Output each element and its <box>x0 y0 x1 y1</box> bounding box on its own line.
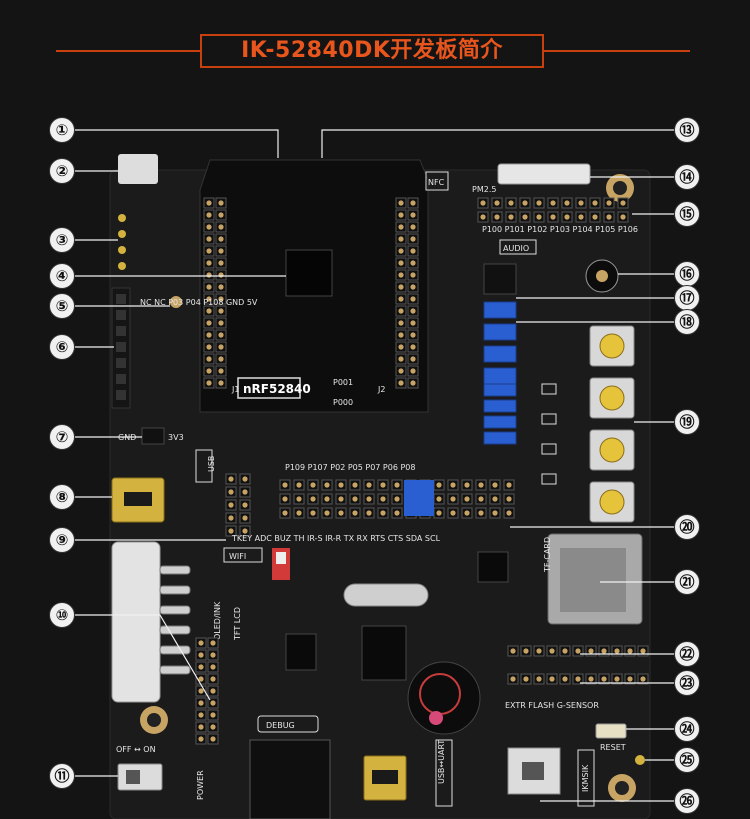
label-usb: USB <box>207 456 216 472</box>
callout-20: ⑳ <box>674 514 700 540</box>
debug-connector <box>249 739 331 819</box>
power-jumper <box>141 427 165 445</box>
callout-3: ③ <box>49 227 75 253</box>
callout-22: ㉒ <box>674 641 700 667</box>
callout-2: ② <box>49 158 75 184</box>
header-j2 <box>395 197 419 389</box>
battery-connector-j13 <box>111 541 161 703</box>
power-switch-knob <box>126 770 140 784</box>
label-tft: TFT LCD <box>233 607 242 641</box>
callout-8: ⑧ <box>49 484 75 510</box>
callout-18: ⑱ <box>674 309 700 335</box>
label-debug: DEBUG <box>266 721 295 730</box>
crystal <box>343 583 429 607</box>
label-sensor-row: EXTR FLASH G-SENSOR <box>505 701 599 710</box>
title-line-left <box>56 50 200 52</box>
usb-uart-label-box <box>435 739 453 807</box>
callout-24: ㉔ <box>674 716 700 742</box>
callout-7: ⑦ <box>49 424 75 450</box>
wifi-label-box <box>223 547 263 563</box>
lcd-header <box>195 637 219 745</box>
module-name-box <box>237 377 301 399</box>
label-left-pins: NC NC P03 P04 P108 GND 5V <box>140 298 258 307</box>
label-mid-pins: P109 P107 P02 P05 P07 P06 P08 <box>285 463 415 472</box>
gnd-test-point <box>635 755 645 765</box>
peripheral-header <box>279 479 515 519</box>
title-line-right <box>544 50 690 52</box>
label-usb-uart: USB↔UART <box>437 740 446 784</box>
label-top-pins: P100 P101 P102 P103 P104 P105 P106 <box>482 225 638 234</box>
buzzer-seal <box>429 711 443 725</box>
jumper-block-leds <box>483 301 517 445</box>
callout-14: ⑭ <box>674 164 700 190</box>
audio-label-box <box>499 239 537 255</box>
callout-13: ⑬ <box>674 117 700 143</box>
callout-15: ⑮ <box>674 201 700 227</box>
button-array <box>589 325 635 523</box>
label-3v3: 3V3 <box>168 433 184 442</box>
led-array <box>541 383 557 485</box>
usb-uart-chip <box>361 625 407 681</box>
callout-4: ④ <box>49 263 75 289</box>
audio-jumper-header <box>483 263 517 295</box>
usb-port <box>124 492 152 506</box>
uart-jumpers <box>404 480 434 516</box>
buzzer <box>407 661 481 735</box>
sensor-pads <box>118 214 126 270</box>
usb-label-box <box>195 449 213 483</box>
callout-16: ⑯ <box>674 261 700 287</box>
pot-rv1 <box>170 296 182 308</box>
label-brand: IKMSIK <box>581 764 590 792</box>
callout-23: ㉓ <box>674 670 700 696</box>
callout-9: ⑨ <box>49 527 75 553</box>
callout-6: ⑥ <box>49 334 75 360</box>
regulator-u2 <box>285 633 317 671</box>
label-nfc: NFC <box>428 178 445 187</box>
label-off-on: OFF ↔ ON <box>116 745 156 754</box>
callout-5: ⑤ <box>49 293 75 319</box>
header-j1 <box>203 197 227 389</box>
fpc-connector-pm25 <box>497 163 591 185</box>
brand-label-box <box>577 749 595 807</box>
label-tf-card: TF-CARD <box>543 537 552 573</box>
mcu-chip <box>285 249 333 297</box>
callout-19: ⑲ <box>674 409 700 435</box>
callout-26: ㉖ <box>674 788 700 814</box>
label-pm25: PM2.5 <box>472 185 496 194</box>
label-p000: P000 <box>333 398 353 407</box>
label-power: POWER <box>196 770 205 800</box>
usb-uart-port <box>372 770 398 784</box>
page-title: IK-52840DK开发板简介 <box>200 34 544 68</box>
callout-1: ① <box>49 117 75 143</box>
callout-10: ⑩ <box>49 602 75 628</box>
label-bottom-pins: TKEY ADC BUZ TH IR-S IR-R TX RX RTS CTS … <box>231 534 441 543</box>
label-j2: J2 <box>377 385 385 394</box>
callout-25: ㉕ <box>674 747 700 773</box>
label-p001: P001 <box>333 378 353 387</box>
header-j10 <box>225 473 251 537</box>
sensor-chip-u8 <box>477 551 509 583</box>
top-header-p1 <box>477 197 629 223</box>
nfc-box <box>425 171 449 191</box>
reset-button <box>595 723 627 739</box>
label-oled: OLED/INK <box>213 601 222 640</box>
ir-receiver <box>118 154 158 184</box>
label-wifi: WIFI <box>229 552 246 561</box>
label-j1: J1 <box>231 385 239 394</box>
callout-17: ⑰ <box>674 285 700 311</box>
label-reset: RESET <box>600 743 626 752</box>
debug-label-box <box>257 715 319 733</box>
label-audio: AUDIO <box>503 244 529 253</box>
callout-11: ⑪ <box>49 763 75 789</box>
module-name: nRF52840 <box>243 382 311 396</box>
callout-21: ㉑ <box>674 569 700 595</box>
